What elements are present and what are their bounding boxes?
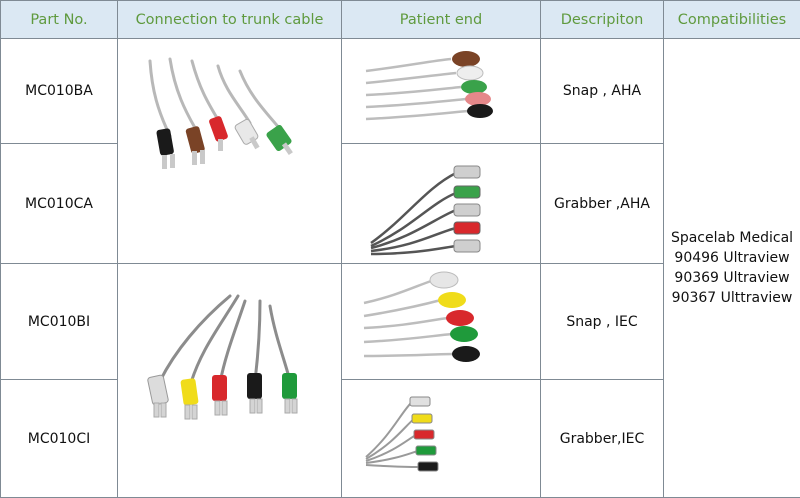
trunk-connector-cell — [118, 39, 342, 264]
header-row: Part No. Connection to trunk cable Patie… — [1, 1, 800, 39]
trunk-connector-AHA-icon — [130, 51, 330, 251]
compatibility-line: 90367 Ulttraview — [664, 288, 800, 308]
compatibility-line: Spacelab Medical — [664, 228, 800, 248]
grabber-IEC-leads-icon — [356, 385, 526, 493]
patient-end-cell — [342, 39, 541, 144]
header-connection: Connection to trunk cable — [118, 1, 342, 39]
part-no-cell: MC010BI — [1, 264, 118, 380]
part-no-cell: MC010BA — [1, 39, 118, 144]
patient-end-cell — [342, 144, 541, 264]
grabber-AHA-leads-icon — [356, 148, 526, 260]
table-row: MC010BA — [1, 39, 800, 144]
snap-IEC-leads-icon — [356, 268, 526, 376]
header-description: Descripiton — [541, 1, 664, 39]
header-compatibilities: Compatibilities — [664, 1, 800, 39]
header-part-no: Part No. — [1, 1, 118, 39]
compatibility-line: 90369 Ultraview — [664, 268, 800, 288]
part-no-cell: MC010CA — [1, 144, 118, 264]
trunk-connector-IEC-icon — [130, 281, 330, 481]
trunk-connector-cell — [118, 264, 342, 498]
snap-AHA-leads-icon — [356, 41, 526, 141]
compatibility-line: 90496 Ultraview — [664, 248, 800, 268]
compatibilities-cell: Spacelab Medical 90496 Ultraview 90369 U… — [664, 39, 800, 498]
description-cell: Snap , AHA — [541, 39, 664, 144]
description-cell: Grabber ,AHA — [541, 144, 664, 264]
patient-end-cell — [342, 264, 541, 380]
part-no-cell: MC010CI — [1, 380, 118, 498]
description-cell: Snap , IEC — [541, 264, 664, 380]
header-patient-end: Patient end — [342, 1, 541, 39]
description-cell: Grabber,IEC — [541, 380, 664, 498]
patient-end-cell — [342, 380, 541, 498]
